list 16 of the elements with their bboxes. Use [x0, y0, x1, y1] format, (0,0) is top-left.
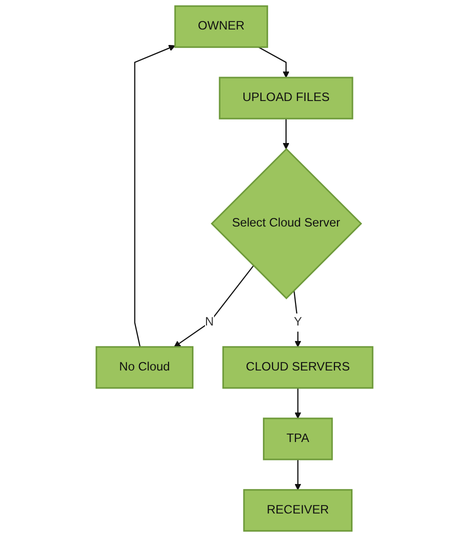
node-box: RECEIVER [243, 489, 353, 532]
arrow [174, 265, 254, 348]
edge-label: N [204, 316, 214, 329]
arrow [294, 459, 302, 490]
arrow [293, 290, 302, 348]
node-box: No Cloud [96, 346, 194, 389]
node-box: TPA [262, 418, 333, 460]
node-diamond: Select Cloud Server [210, 148, 362, 300]
node-box: OWNER [174, 5, 268, 48]
arrow [134, 44, 176, 348]
node-box: CLOUD SERVERS [222, 346, 374, 389]
edge-label: Y [294, 316, 302, 329]
arrow [258, 46, 290, 78]
arrow [282, 118, 290, 150]
arrow [294, 388, 302, 419]
node-box: UPLOAD FILES [218, 76, 354, 120]
